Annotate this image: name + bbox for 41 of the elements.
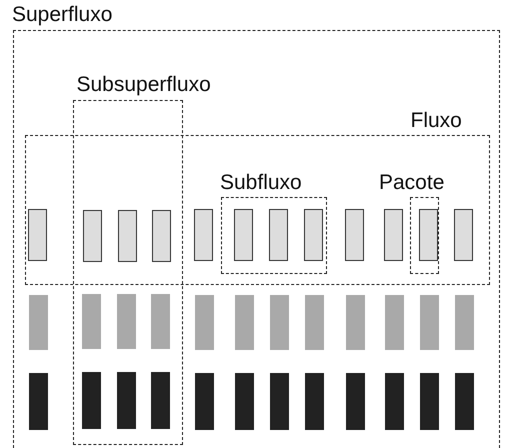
packet-bar: [268, 208, 288, 260]
region-label: Pacote: [379, 171, 444, 195]
packet-bar: [234, 294, 254, 350]
packet-bar: [454, 372, 474, 430]
region-label: Subfluxo: [220, 171, 302, 195]
packet-bar: [384, 372, 404, 430]
packet-bar: [118, 210, 137, 262]
packet-bar: [345, 209, 364, 261]
packet-bar: [82, 372, 101, 429]
packet-bar: [28, 294, 48, 350]
packet-bar: [420, 372, 438, 430]
packet-bar: [420, 294, 438, 350]
packet-bar: [346, 294, 364, 350]
packet-bar: [28, 372, 48, 430]
packet-bar: [83, 210, 102, 262]
packet-bar: [418, 208, 438, 260]
region-label: Subsuperfluxo: [76, 72, 211, 96]
packet-bar: [454, 294, 474, 350]
packet-bar: [270, 372, 288, 430]
packet-bar: [194, 294, 214, 350]
packet-bar: [304, 294, 324, 350]
packet-bar: [117, 372, 136, 429]
packet-bar: [234, 372, 254, 430]
region-label: Fluxo: [410, 108, 462, 132]
packet-bar: [28, 209, 47, 261]
packet-bar: [194, 209, 213, 261]
packet-bar: [270, 294, 288, 350]
packet-bar: [82, 294, 101, 349]
packet-bar: [151, 294, 170, 349]
packet-bar: [454, 209, 473, 261]
packet-bar: [152, 210, 171, 262]
packet-bar: [304, 372, 324, 430]
packet-bar: [194, 372, 214, 430]
packet-bar: [346, 372, 364, 430]
packet-bar: [384, 294, 404, 350]
packet-bar: [304, 208, 322, 260]
packet-bar: [384, 209, 403, 261]
packet-bar: [234, 208, 252, 260]
packet-bar: [151, 372, 170, 429]
packet-bar: [117, 294, 136, 349]
region-label: Superfluxo: [12, 3, 112, 27]
